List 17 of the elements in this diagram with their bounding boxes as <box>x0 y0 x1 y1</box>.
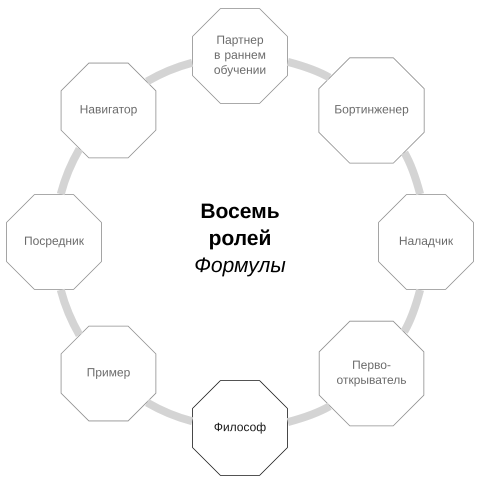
ring-arc <box>145 399 194 426</box>
ring-arc <box>400 288 424 334</box>
ring-arc <box>286 58 332 82</box>
octagon-node: Партнер в раннем обучении <box>192 8 288 104</box>
ring-arc <box>145 58 194 85</box>
octagon-node: Навигатор <box>60 62 156 158</box>
ring-arc <box>400 150 424 196</box>
octagon-node: Посредник <box>6 194 102 290</box>
octagon-node: Пример <box>60 326 156 422</box>
octagon-node: Философ <box>192 380 288 476</box>
octagon-node: Перво-открыватель <box>318 320 424 426</box>
octagon-node: Наладчик <box>378 194 474 290</box>
title: Восемь ролей Формулы <box>196 204 286 276</box>
ring-arc <box>56 288 83 337</box>
ring-arc <box>56 147 83 196</box>
ring-arc <box>286 402 332 426</box>
octagon-node: Бортинженер <box>318 57 425 164</box>
